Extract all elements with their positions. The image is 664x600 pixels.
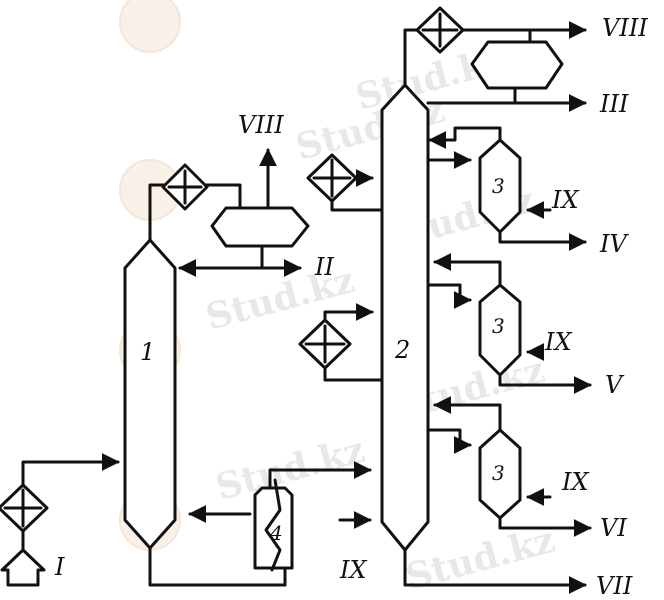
feed-inlet: [0, 453, 120, 587]
label-stripper-b: 3: [492, 314, 505, 338]
labels: I VIII VIII II III IV V VI VII IX IX IX …: [54, 14, 648, 600]
label-stream-vi: VI: [600, 514, 627, 542]
label-steam-2: IX: [544, 328, 572, 356]
label-stream-iii: III: [599, 90, 629, 118]
label-feed: I: [54, 553, 65, 581]
stripper-3c: [426, 396, 592, 537]
watermark-text: Stud.kz: [201, 259, 359, 339]
feed-arrow-icon: [0, 548, 46, 587]
label-stream-v: V: [605, 371, 625, 399]
stripper-3a: [426, 126, 587, 251]
label-column-2: 2: [394, 336, 410, 364]
label-steam-1: IX: [551, 186, 579, 214]
label-stream-ii: II: [314, 253, 334, 281]
label-stripper-c: 3: [492, 461, 505, 485]
label-column-1: 1: [140, 338, 155, 366]
label-stream-vii: VII: [596, 572, 633, 600]
reflux-drum-2: [470, 40, 564, 90]
reflux-drum-1: [210, 206, 310, 248]
label-furnace: 4: [269, 521, 283, 545]
label-vapor-col2: VIII: [602, 14, 648, 42]
furnace-4: [253, 478, 294, 587]
watermark-text: Stud.kz: [401, 519, 559, 599]
label-vapor-col1: VIII: [238, 111, 284, 139]
column-2: [338, 6, 587, 594]
pumparound-upper: [306, 153, 384, 212]
stripper-3b: [426, 253, 592, 394]
label-stream-iv: IV: [599, 230, 629, 258]
column-1: [123, 148, 372, 587]
label-steam-bottom: IX: [339, 556, 367, 584]
label-stripper-a: 3: [492, 174, 505, 198]
pumparound-middle: [298, 303, 384, 382]
label-steam-3: IX: [561, 468, 589, 496]
